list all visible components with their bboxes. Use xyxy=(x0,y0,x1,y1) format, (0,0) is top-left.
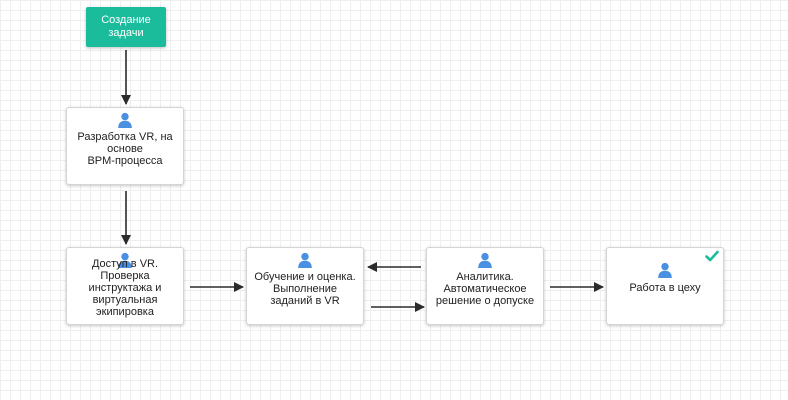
start-event-label: Создание задачи xyxy=(101,14,151,39)
task-node-vr-access[interactable]: Доступ в VR. Проверка инструктажа и вирт… xyxy=(66,247,184,325)
task-node-analytics[interactable]: Аналитика. Автоматическое решение о допу… xyxy=(426,247,544,325)
user-icon xyxy=(298,252,312,268)
user-icon xyxy=(118,112,132,128)
task-label: Работа в цеху xyxy=(629,282,701,294)
task-node-vr-development[interactable]: Разработка VR, на основе BPM-процесса xyxy=(66,107,184,185)
task-label: Разработка VR, на основе BPM-процесса xyxy=(77,131,173,167)
user-icon xyxy=(118,252,132,268)
task-label: Обучение и оценка. Выполнение заданий в … xyxy=(254,271,356,307)
start-event-node[interactable]: Создание задачи xyxy=(86,7,166,47)
user-icon xyxy=(478,252,492,268)
task-label: Доступ в VR. Проверка инструктажа и вирт… xyxy=(88,258,162,318)
user-icon xyxy=(658,262,672,278)
task-node-shop-work[interactable]: Работа в цеху xyxy=(606,247,724,325)
checkmark-icon xyxy=(705,250,719,262)
task-label: Аналитика. Автоматическое решение о допу… xyxy=(435,271,535,307)
task-node-training[interactable]: Обучение и оценка. Выполнение заданий в … xyxy=(246,247,364,325)
